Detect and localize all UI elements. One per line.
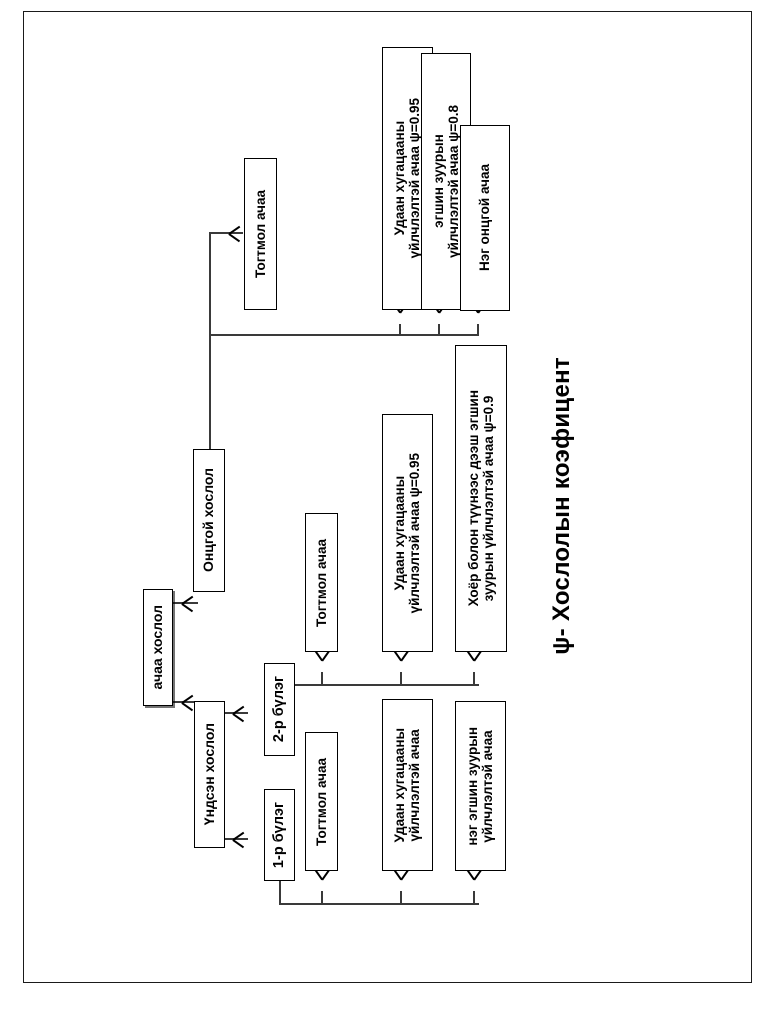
connector-root-to-special: [173, 602, 198, 604]
node-main-combination-label: Үндсэн хослол: [200, 723, 217, 826]
node-group1-child-single-short-term[interactable]: нэг эгшин зуурын үйлчлэлтэй ачаа: [455, 701, 506, 871]
arrowhead-group2-child-3: [465, 649, 490, 676]
diagram-title: ψ- Хослолын коэфицент: [548, 357, 575, 655]
node-special-child-constant-load[interactable]: Тогтмол ачаа: [244, 158, 277, 310]
stub-special-child-2: [399, 324, 401, 336]
node-group1-child-long-term[interactable]: Удаан хугацааны үйлчлэлтэй ачаа: [382, 699, 433, 871]
trunk-group1-vertical: [279, 881, 281, 904]
stub-group2-child-1: [321, 672, 323, 685]
arrowhead-special-child-2: [391, 301, 416, 328]
node-group2-child-long-term-label: Удаан хугацааны үйлчлэлтэй ачаа ψ=0.95: [392, 452, 423, 614]
stub-special-child-4: [477, 324, 479, 336]
bus-group1-children: [279, 903, 479, 905]
stub-group1-child-2: [400, 891, 402, 904]
node-group1-child-constant-load[interactable]: Тогтмол ачаа: [305, 732, 338, 871]
arrowhead-root-to-special: [181, 595, 198, 619]
node-group1-child-long-term-label: Удаан хугацааны үйлчлэлтэй ачаа: [392, 727, 423, 843]
connector-special-constant-vertical: [209, 232, 211, 336]
node-special-child-single-special-label: Нэг онцгой ачаа: [477, 164, 493, 272]
node-group2-child-constant-load-label: Тогтмол ачаа: [313, 538, 329, 627]
connector-main-to-group1: [224, 838, 248, 840]
stub-group1-child-1: [321, 891, 323, 904]
node-main-combination[interactable]: Үндсэн хослол: [194, 701, 225, 848]
stub-group1-child-3: [473, 891, 475, 904]
arrowhead-special-child-3: [430, 301, 455, 328]
arrowhead-group1-child-2: [392, 868, 417, 895]
node-special-child-constant-load-label: Тогтмол ачаа: [252, 190, 268, 278]
node-group2-child-long-term[interactable]: Удаан хугацааны үйлчлэлтэй ачаа ψ=0.95: [382, 414, 433, 652]
node-group2-child-two-or-more-short-term-label: Хоёр болон түүнээс дээш эгшин зуурын үйл…: [465, 390, 496, 607]
trunk-special-vertical: [209, 334, 211, 460]
diagram-frame: ачаа хослол Онцгой хослол Үндсэн хослол …: [23, 11, 752, 983]
arrowhead-main-to-group1: [232, 831, 249, 855]
node-special-child-short-term-label: эгшин зуурын үйлчлэлтэй ачаа ψ=0.8: [430, 105, 461, 258]
node-group1[interactable]: 1-р бүлэг: [264, 789, 295, 881]
node-group2-child-two-or-more-short-term[interactable]: Хоёр болон түүнээс дээш эгшин зуурын үйл…: [455, 345, 507, 652]
connector-main-to-group2: [224, 712, 248, 714]
node-group2[interactable]: 2-р бүлэг: [264, 663, 295, 756]
node-special-combination[interactable]: Онцгой хослол: [193, 449, 225, 592]
node-root-load-combination[interactable]: ачаа хослол: [143, 589, 173, 706]
node-group1-label: 1-р бүлэг: [271, 801, 288, 869]
arrowhead-main-to-group2: [232, 705, 249, 729]
node-special-child-single-special[interactable]: Нэг онцгой ачаа: [460, 125, 510, 311]
arrowhead-group2-child-2: [392, 649, 417, 676]
node-special-combination-label: Онцгой хослол: [200, 468, 217, 573]
arrowhead-group1-child-3: [465, 868, 490, 895]
node-group1-child-single-short-term-label: нэг эгшин зуурын үйлчлэлтэй ачаа: [465, 726, 496, 846]
arrowhead-special-constant: [228, 225, 245, 249]
node-group1-child-constant-load-label: Тогтмол ачаа: [313, 757, 329, 846]
node-root-label: ачаа хослол: [149, 605, 166, 690]
arrowhead-special-child-4: [469, 301, 494, 328]
stub-group2-child-3: [473, 672, 475, 685]
arrowhead-group2-child-1: [313, 649, 338, 676]
node-special-child-long-term-label: Удаан хугацааны үйлчлэлтэй ачаа ψ=0.95: [392, 98, 423, 259]
connector-special-constant-horizontal: [209, 232, 243, 234]
stub-group2-child-2: [400, 672, 402, 685]
node-group2-label: 2-р бүлэг: [271, 676, 288, 743]
arrowhead-group1-child-1: [313, 868, 338, 895]
bus-group2-children: [279, 684, 479, 686]
connector-root-to-main: [173, 701, 198, 703]
stub-special-child-3: [438, 324, 440, 336]
bus-special-children: [209, 334, 479, 336]
node-group2-child-constant-load[interactable]: Тогтмол ачаа: [305, 513, 338, 652]
